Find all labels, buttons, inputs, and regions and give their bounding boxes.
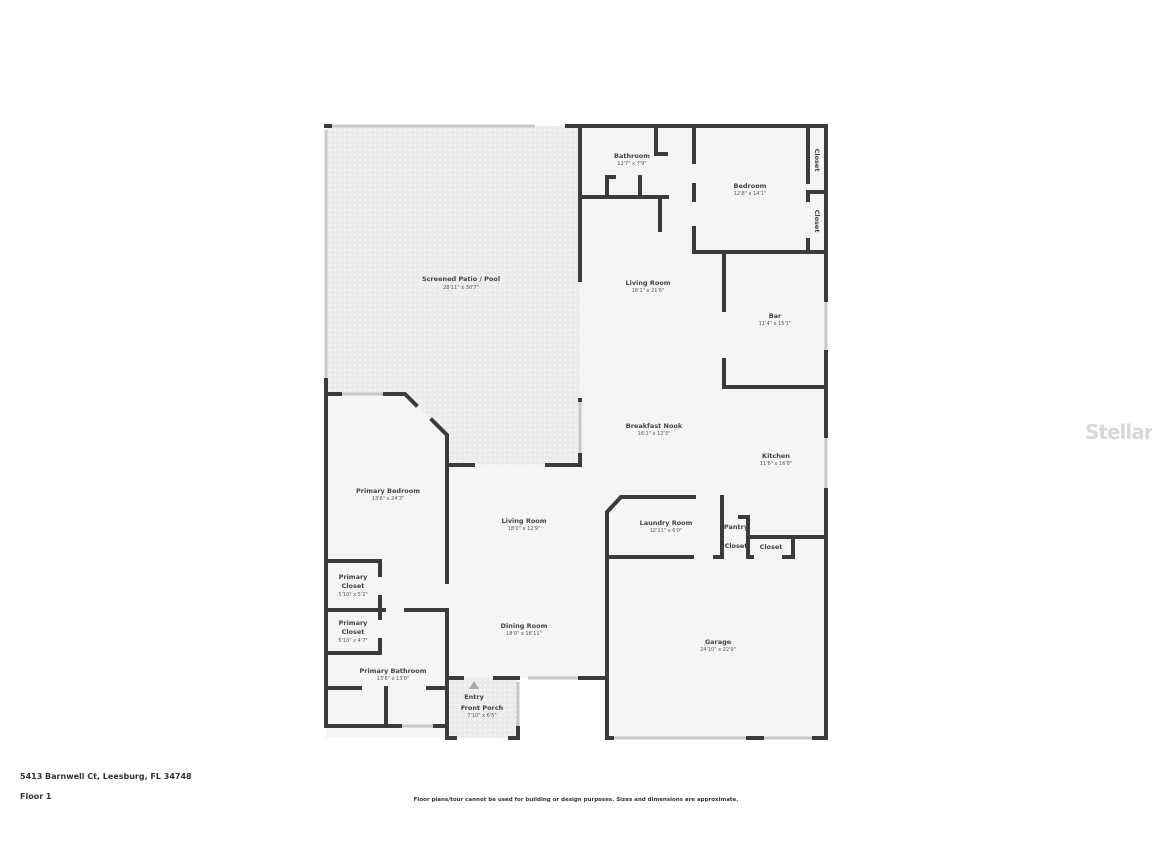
walls: [324, 124, 828, 740]
room-dims: 18'0" x 12'9": [508, 526, 541, 532]
room-name: Closet: [725, 542, 748, 550]
room-name: Closet: [342, 628, 365, 636]
address-label: 5413 Barnwell Ct, Leesburg, FL 34748: [20, 772, 192, 781]
room-dims: 7'10" x 6'5": [467, 713, 496, 719]
room-dims: 12'8" x 14'1": [734, 191, 767, 197]
room-dims: 12'11" x 6'0": [650, 528, 683, 534]
room-name: Bedroom: [734, 182, 767, 190]
room-dims: 12'7" x 7'9": [617, 161, 646, 167]
room-dims: 13'6" x 13'0": [377, 676, 410, 682]
room-name: Closet: [342, 582, 365, 590]
room-name: Breakfast Nook: [626, 422, 683, 430]
room-name: Garage: [705, 638, 732, 646]
room-name: Primary: [339, 619, 369, 627]
entry-arrow-icon: [469, 681, 479, 689]
room-dims: 5'10" x 4'7": [338, 638, 367, 644]
room-dims: 16'1" x 21'6": [632, 288, 665, 294]
room-name: Primary: [339, 573, 369, 581]
floor-label: Floor 1: [20, 792, 52, 801]
room-dims: 28'11" x 30'7": [443, 285, 479, 291]
room-name: Living Room: [501, 517, 546, 525]
room-name: Laundry Room: [640, 519, 693, 527]
room-name: Pantry: [724, 523, 749, 531]
room-name: Kitchen: [762, 452, 790, 460]
room-name: Bathroom: [614, 152, 650, 160]
room-name: Closet: [813, 149, 821, 172]
room-labels: Screened Patio / Pool 28'11" x 30'7" Bath…: [338, 149, 821, 719]
watermark-logo: StellarMLS: [1085, 420, 1152, 444]
room-dims: 24'10" x 22'9": [700, 647, 736, 653]
room-name: Living Room: [625, 279, 670, 287]
room-name: Primary Bathroom: [359, 667, 426, 675]
disclaimer-text: Floor plans/tour cannot be used for buil…: [413, 797, 739, 803]
room-dims: 16'1" x 12'3": [638, 431, 671, 437]
room-dims: 11'4" x 15'1": [759, 321, 792, 327]
room-name: Primary Bedroom: [356, 487, 420, 495]
room-dims: 5'10" x 5'2": [338, 592, 367, 598]
floor-fill: [326, 126, 826, 740]
room-dims: 11'6" x 16'8": [760, 461, 793, 467]
room-name: Dining Room: [501, 622, 548, 630]
room-name: Closet: [760, 543, 783, 551]
room-name: Screened Patio / Pool: [422, 275, 500, 283]
room-name: Front Porch: [461, 704, 504, 712]
room-dims: 13'6" x 24'3": [372, 496, 405, 502]
room-name: Closet: [813, 210, 821, 233]
room-name: Entry: [464, 693, 484, 701]
room-dims: 18'0" x 16'11": [506, 631, 542, 637]
room-name: Bar: [769, 312, 782, 320]
